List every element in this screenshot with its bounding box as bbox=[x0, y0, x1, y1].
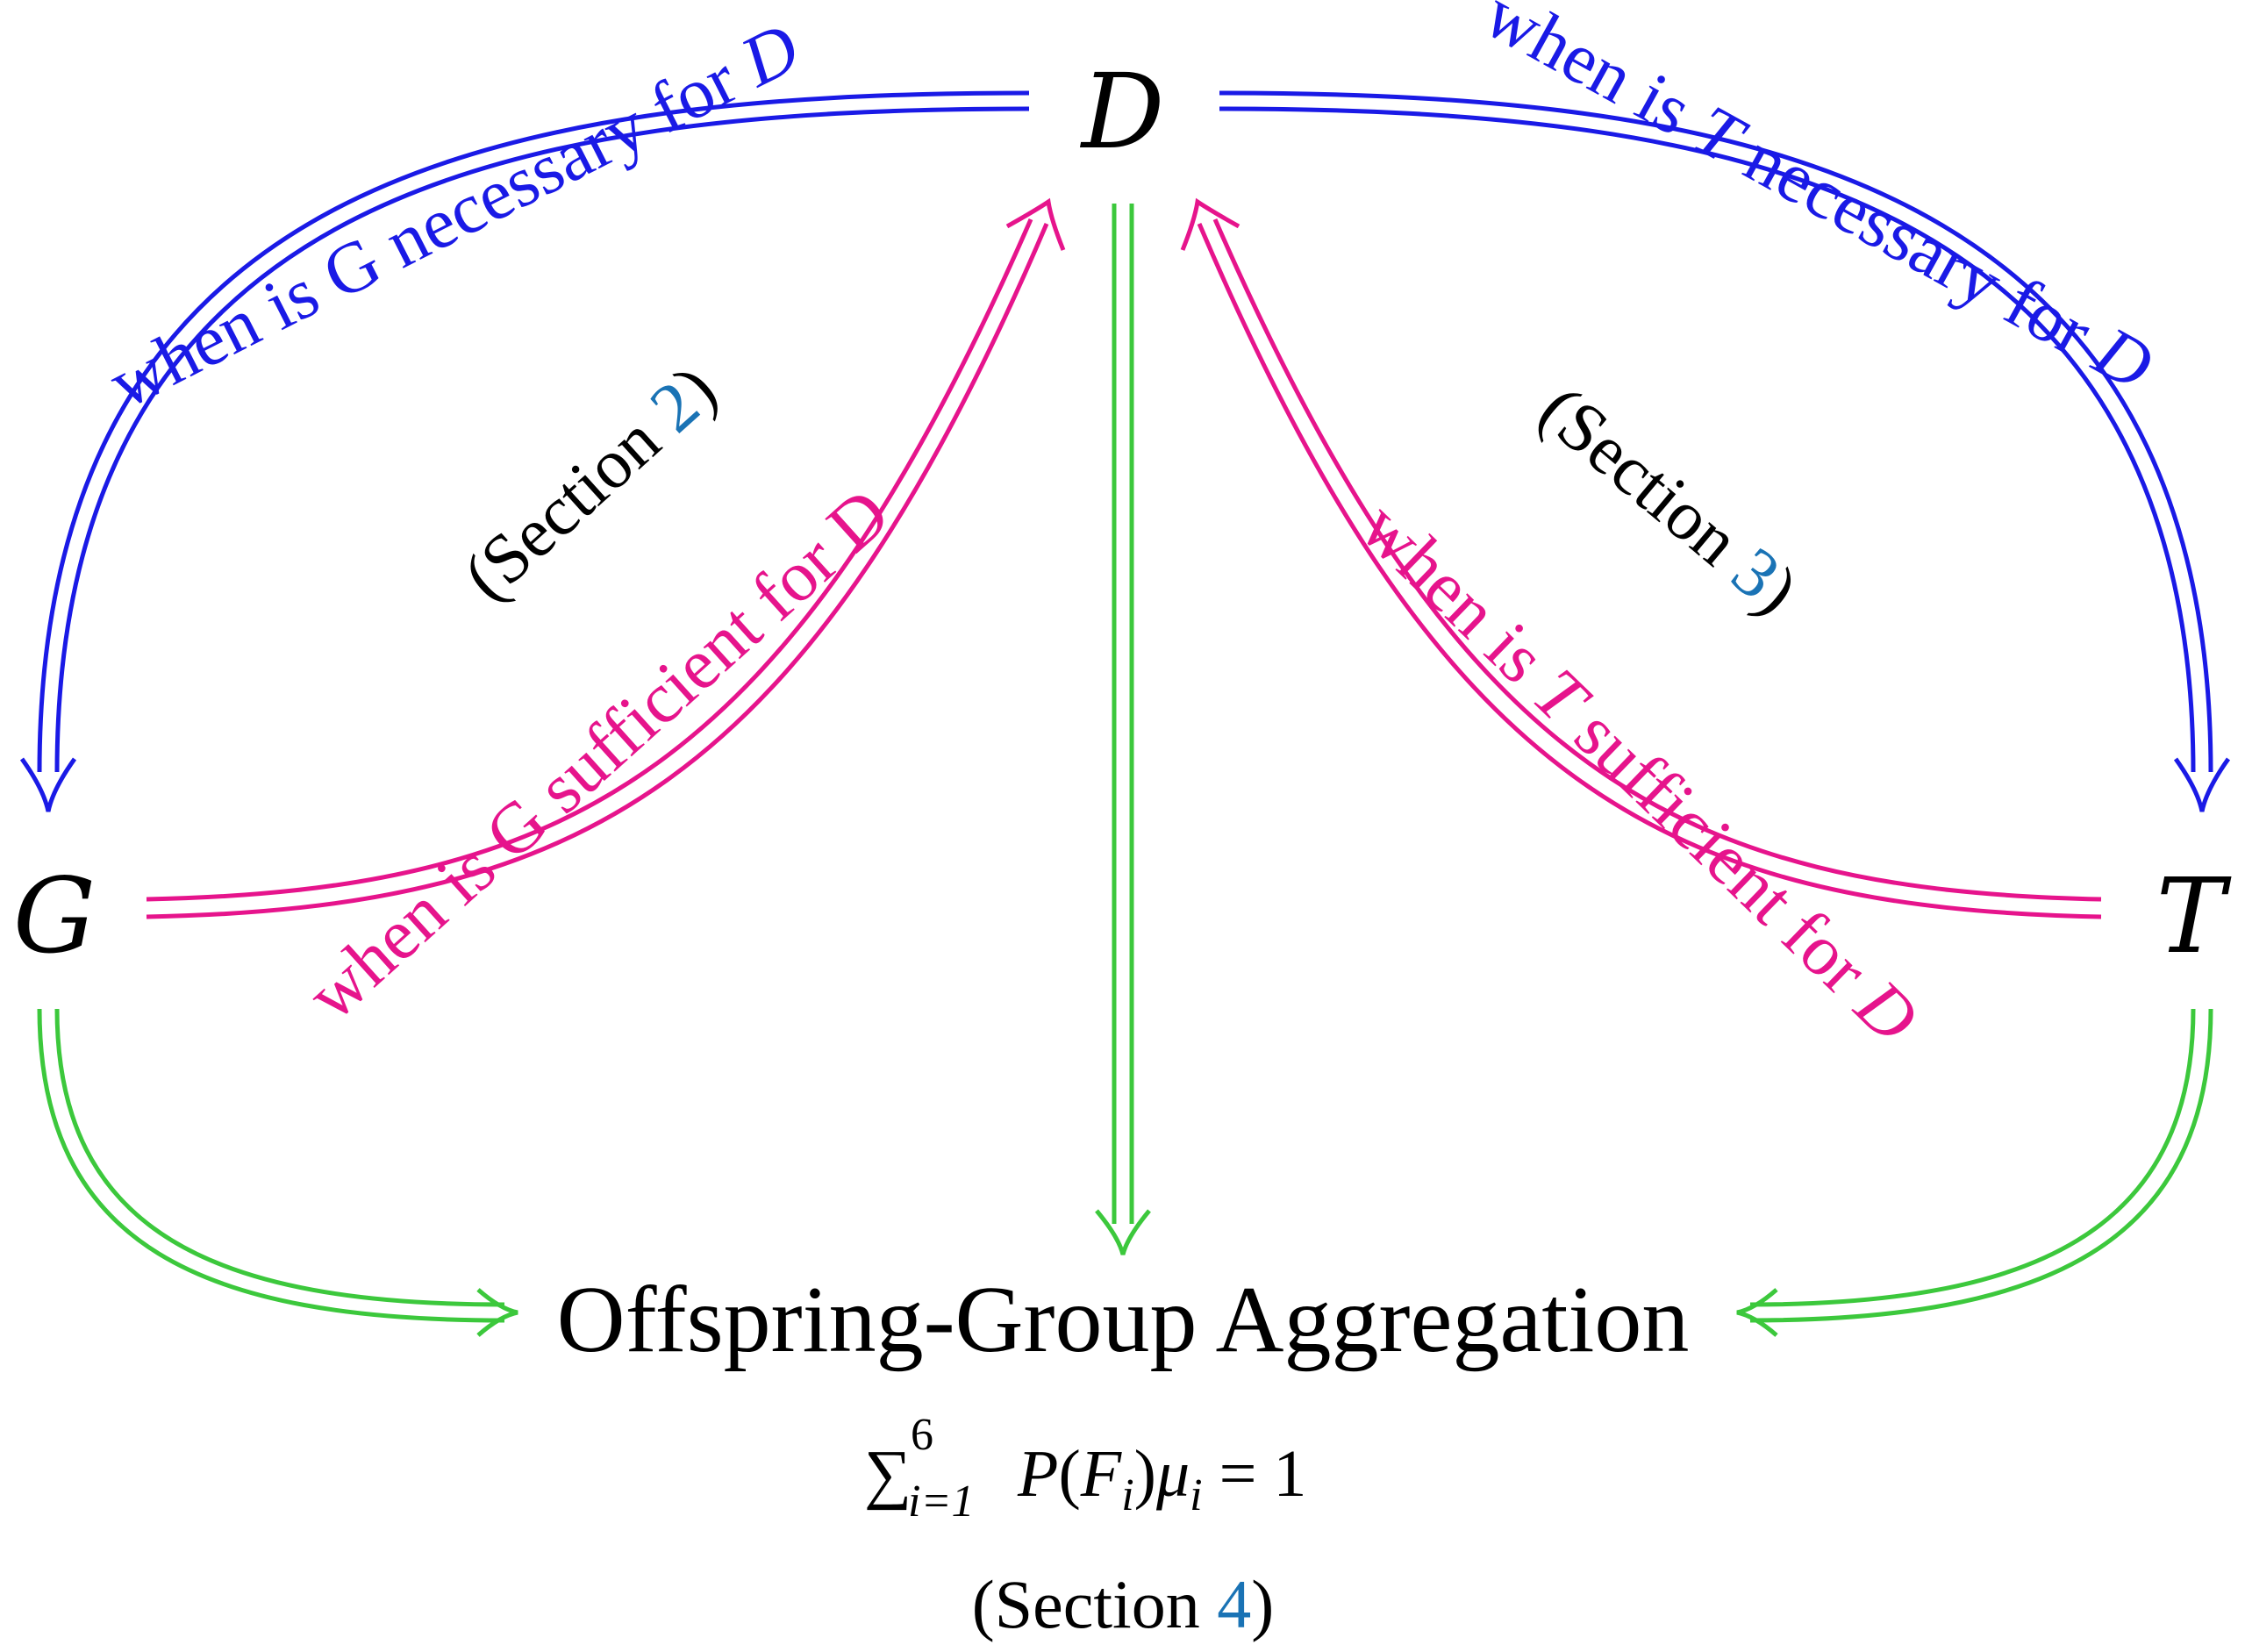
edge-g-sufficient-line-outer bbox=[146, 218, 1033, 902]
edge-g-aggregation-line-inner bbox=[54, 1008, 505, 1307]
formula-p: P bbox=[1017, 1437, 1058, 1511]
edge-g-sufficient-line-inner bbox=[146, 223, 1049, 919]
edge-t-necessary-arrowhead bbox=[2173, 757, 2231, 812]
formula-sum: ∑ bbox=[864, 1437, 912, 1511]
edge-t-necessary-line-inner bbox=[1219, 106, 2196, 773]
formula-body: P(Fi)μi = 1 bbox=[1017, 1437, 1306, 1520]
formula-lower: i=1 bbox=[908, 1477, 975, 1527]
edge-t-aggregation-line-outer bbox=[1749, 1008, 2213, 1323]
formula-mu-sub: i bbox=[1190, 1470, 1202, 1520]
edge-d-aggregation-arrowhead bbox=[1095, 1209, 1151, 1255]
edge-g-sufficient bbox=[146, 197, 1066, 919]
section-bottom-open: (Section bbox=[972, 1566, 1217, 1642]
edge-d-aggregation bbox=[1095, 204, 1151, 1255]
aggregation-title: Offspring-Group Aggregation bbox=[557, 1268, 1690, 1372]
edge-g-aggregation-arrowhead bbox=[476, 1288, 518, 1337]
edge-t-necessary bbox=[1219, 90, 2231, 812]
formula-f: F bbox=[1080, 1437, 1123, 1511]
edge-g-aggregation-line-outer bbox=[37, 1008, 505, 1323]
section-right: (Section 3) bbox=[1525, 371, 1812, 629]
node-d: D bbox=[1080, 51, 1165, 172]
label-t-necessary-text2: necessary for bbox=[1717, 109, 2120, 381]
node-g: G bbox=[13, 855, 96, 976]
label-g-sufficient: when is G sufficient for D bbox=[292, 473, 904, 1035]
edge-g-necessary-arrowhead bbox=[19, 757, 77, 812]
edge-g-sufficient-arrowhead bbox=[1005, 197, 1066, 251]
label-g-sufficient-text: when is G sufficient for D bbox=[292, 473, 904, 1035]
edge-t-sufficient-line-outer bbox=[1212, 218, 2102, 902]
edge-t-sufficient-line-inner bbox=[1197, 223, 2102, 919]
formula-f-sub: i bbox=[1121, 1470, 1133, 1520]
formula-rhs: = 1 bbox=[1203, 1437, 1307, 1511]
edge-g-necessary-line-outer bbox=[37, 90, 1030, 773]
edge-g-necessary bbox=[19, 90, 1030, 812]
label-t-necessary-text1: when is bbox=[1472, 0, 1720, 159]
edge-g-necessary-line-inner bbox=[54, 106, 1030, 773]
section-bottom-num: 4 bbox=[1217, 1566, 1251, 1642]
edge-t-sufficient-arrowhead bbox=[1180, 197, 1240, 251]
label-t-sufficient-text1: when is bbox=[1346, 487, 1574, 711]
edge-t-aggregation-line-inner bbox=[1749, 1008, 2196, 1307]
label-t-necessary: when is T necessary for D bbox=[1472, 0, 2166, 406]
formula-mu: μ bbox=[1155, 1437, 1190, 1511]
edge-t-aggregation-arrowhead bbox=[1736, 1288, 1778, 1337]
section-right-open: (Section bbox=[1525, 371, 1767, 592]
section-left: (Section 2) bbox=[449, 351, 731, 616]
edge-g-aggregation bbox=[37, 1008, 518, 1337]
formula-open: ( bbox=[1058, 1437, 1080, 1511]
formula: ∑ 6 i=1 P(Fi)μi = 1 bbox=[864, 1410, 1306, 1527]
formula-upper: 6 bbox=[911, 1410, 933, 1460]
section-bottom: (Section 4) bbox=[972, 1566, 1274, 1642]
label-t-sufficient-text2: sufficient for bbox=[1548, 681, 1897, 1022]
label-t-sufficient: when is T sufficient for D bbox=[1346, 487, 1934, 1058]
edge-t-sufficient bbox=[1180, 197, 2102, 919]
section-left-open: (Section bbox=[449, 390, 688, 615]
label-g-necessary: when is G necessary for D bbox=[97, 7, 811, 424]
formula-close: ) bbox=[1134, 1437, 1156, 1511]
edge-t-necessary-line-outer bbox=[1219, 90, 2213, 773]
node-t: T bbox=[2156, 855, 2232, 976]
edge-t-aggregation bbox=[1736, 1008, 2213, 1337]
section-bottom-close: ) bbox=[1251, 1566, 1274, 1642]
